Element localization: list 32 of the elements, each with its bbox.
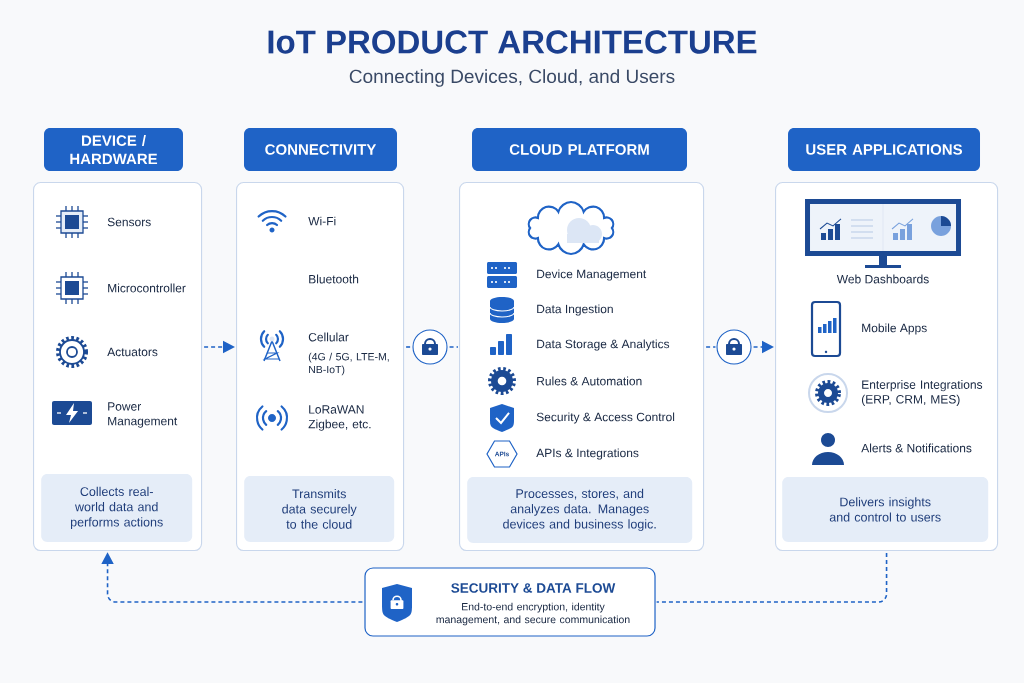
subtitle: Connecting Devices, Cloud, and Users xyxy=(349,69,675,87)
item-label: Enterprise Integrations (ERP, CRM, MES) xyxy=(861,380,983,406)
item-label: Device Management xyxy=(537,269,647,281)
item-label: Wi-Fi xyxy=(308,216,336,226)
item-label: Data Storage & Analytics xyxy=(537,339,670,351)
item-label: LoRaWAN Zigbee, etc. xyxy=(308,405,371,431)
security-box: SECURITY & DATA FLOW End-to-end encryption, identity management, and secure communication xyxy=(364,567,656,637)
title: IoT PRODUCT ARCHITECTURE xyxy=(268,30,757,54)
header-box: CONNECTIVITY xyxy=(244,128,397,171)
header-box: CLOUD PLATFORM xyxy=(472,128,687,171)
item-label: Microcontroller xyxy=(108,283,186,293)
description-box: Processes, stores, and analyzes data. Manages devices and business logic. xyxy=(467,476,693,543)
item-label: Sensors xyxy=(107,217,151,227)
header-box: USER APPLICATIONS xyxy=(788,128,980,171)
description-box: Collects real-world data and performs actions xyxy=(41,473,193,542)
description-box: Transmits data securely to the cloud xyxy=(244,475,395,542)
item-label: Security & Access Control xyxy=(536,412,675,424)
item-label: (4G / 5G, LTE-M, NB-IoT) xyxy=(308,352,389,376)
item-label: Web Dashboards xyxy=(836,274,929,284)
description-box: Delivers insights and control to users xyxy=(782,476,989,542)
item-label: Cellular xyxy=(308,332,349,342)
item-label: Actuators xyxy=(107,347,158,357)
item-label: Mobile Apps xyxy=(862,323,927,335)
lock-circle xyxy=(412,329,448,365)
item-label: Power Management xyxy=(108,402,178,428)
item-label: Data Ingestion xyxy=(537,304,613,316)
lock-circle xyxy=(716,329,752,365)
item-label: Bluetooth xyxy=(309,274,359,284)
item-label: Alerts & Notifications xyxy=(861,443,972,453)
item-label: Rules & Automation xyxy=(537,376,642,386)
item-label: APIs & Integrations xyxy=(536,448,639,460)
header-box: DEVICE / HARDWARE xyxy=(44,128,183,171)
